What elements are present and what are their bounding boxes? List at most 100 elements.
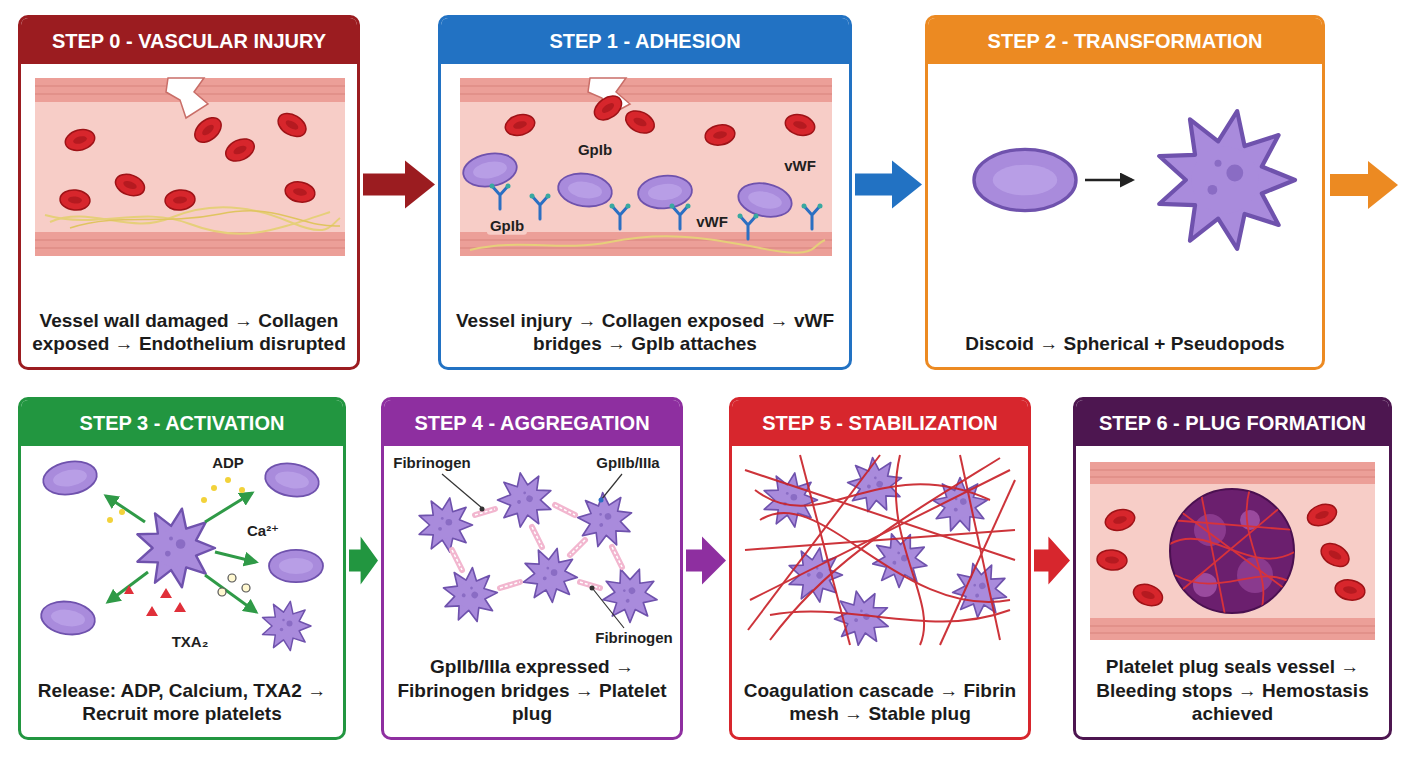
- adhesion-vessel-part: [590, 91, 626, 125]
- activation-release-part: [269, 550, 323, 582]
- activation-release: [39, 457, 323, 650]
- aggregation-cluster-part-part: [570, 540, 585, 555]
- step-panel: STEP 0 - VASCULAR INJURYVessel wall dama…: [18, 15, 360, 370]
- aggregation-cluster-part: [594, 558, 667, 632]
- aggregation-cluster-part: [590, 586, 595, 591]
- activation-release-part: [119, 509, 125, 515]
- flow-arrow: [363, 161, 435, 209]
- adhesion-vessel-part: [490, 184, 511, 210]
- fibrin-mesh-part-part: [770, 610, 1010, 621]
- injured-vessel-part: [112, 170, 147, 199]
- sealed-vessel-part-part-part: [1168, 539, 1298, 559]
- fibrin-mesh-part-part: [745, 530, 1015, 550]
- sealed-vessel-part-part-part: [1247, 488, 1264, 615]
- sealed-vessel-part-part-part: [1200, 488, 1225, 615]
- sealed-vessel-part: [1130, 580, 1165, 609]
- injured-vessel-part: [35, 232, 345, 256]
- step-panel: STEP 4 - AGGREGATION GpIIb/IIIa expressed…: [381, 397, 683, 740]
- step-description: Coagulation cascade → Fibrin mesh → Stab…: [742, 679, 1018, 725]
- continue-arrow: [1330, 161, 1398, 209]
- part-label: ADP: [209, 455, 247, 472]
- adhesion-vessel-part: [735, 179, 795, 222]
- fibrin-mesh-part-part: [745, 470, 1015, 560]
- step-panel: STEP 3 - ACTIVATION Release: ADP, Calcium…: [18, 397, 346, 740]
- part-label: vWF: [693, 214, 731, 231]
- activation-release-part: [218, 588, 226, 596]
- fibrin-mesh-part-part: [748, 455, 880, 630]
- activation-release-part: [211, 485, 217, 491]
- aggregation-cluster-part: [433, 558, 508, 633]
- aggregation-cluster-part-part: [601, 474, 622, 500]
- part-label: Fibrinogen: [592, 630, 676, 647]
- sealed-vessel-part: [1333, 578, 1366, 603]
- platelet-shape-change: [974, 111, 1295, 249]
- adhesion-vessel-part: [460, 78, 832, 256]
- activation-release-part: [205, 575, 256, 612]
- fibrin-mesh-part-part: [960, 455, 1000, 640]
- step-description: Vessel injury → Collagen exposed → vWF b…: [451, 309, 839, 355]
- injured-vessel-part: [35, 240, 345, 248]
- sealed-vessel-part: [1090, 626, 1375, 633]
- part-label: vWF: [781, 158, 819, 175]
- platelet-shape-change-part: [1085, 179, 1132, 182]
- platelet-shape-change-part: [1159, 111, 1295, 249]
- aggregation-cluster-part: [419, 498, 472, 552]
- step-description: Vessel wall damaged → Collagen exposed →…: [31, 309, 347, 355]
- adhesion-vessel-part: [460, 86, 832, 94]
- step-heading: STEP 4 - AGGREGATION: [384, 400, 680, 446]
- aggregation-cluster-part: [452, 505, 622, 588]
- activation-release-part: [263, 459, 322, 500]
- fibrin-mesh-part-part: [770, 458, 1000, 640]
- injured-vessel-part: [274, 109, 310, 141]
- adhesion-vessel-part: [637, 174, 694, 211]
- activation-release-part: [215, 552, 256, 562]
- fibrin-mesh-part-part: [755, 484, 990, 505]
- injured-vessel-part: [70, 211, 340, 228]
- adhesion-vessel-part: [783, 111, 817, 138]
- flow-arrow: [686, 537, 726, 585]
- adhesion-vessel-part: [802, 204, 823, 230]
- step-heading: STEP 3 - ACTIVATION: [21, 400, 343, 446]
- part-label: TXA₂: [169, 634, 212, 651]
- activation-release-part: [107, 517, 113, 523]
- sealed-vessel-part: [1090, 462, 1375, 484]
- activation-release-part: [41, 457, 100, 498]
- activation-release-part: [39, 598, 97, 638]
- adhesion-vessel-part: [530, 194, 551, 220]
- aggregation-cluster-part-part: [475, 509, 495, 515]
- adhesion-vessel-part: [556, 170, 614, 210]
- sealed-vessel-part: [1317, 539, 1353, 571]
- activation-release-part: [205, 493, 252, 522]
- aggregation-cluster-part-part: [442, 474, 482, 508]
- sealed-vessel-part-part: [1165, 488, 1300, 615]
- activation-release-part: [106, 496, 145, 522]
- adhesion-vessel-part: [461, 149, 520, 190]
- part-label: GpIb: [575, 142, 615, 159]
- activation-release-part: [137, 509, 215, 588]
- activation-release-part: [228, 574, 236, 582]
- sealed-vessel-part: [1096, 549, 1128, 572]
- aggregation-cluster-part-part: [555, 505, 575, 515]
- step-heading: STEP 5 - STABILIZATION: [732, 400, 1028, 446]
- aggregation-cluster-part-part: [452, 550, 462, 570]
- flow-arrow: [1034, 537, 1070, 585]
- aggregation-cluster-part-part: [612, 547, 622, 567]
- step-description: Release: ADP, Calcium, TXA2 → Recruit mo…: [31, 679, 333, 725]
- step-heading: STEP 2 - TRANSFORMATION: [928, 18, 1322, 64]
- adhesion-vessel: [460, 78, 832, 256]
- step-panel: STEP 1 - ADHESIONVessel injury → Collage…: [438, 15, 852, 370]
- part-label: Ca²⁺: [244, 523, 282, 540]
- part-label: Fibrinogen: [390, 455, 474, 472]
- step-description: GpIIb/IIIa expressed → Fibrinogen bridge…: [394, 655, 670, 725]
- injured-vessel-part: [222, 135, 258, 166]
- injured-vessel-part: [59, 189, 91, 212]
- flow-arrow: [855, 161, 922, 209]
- fibrin-mesh-part: [945, 554, 1016, 626]
- flow-arrow: [349, 537, 378, 585]
- platelet-shape-change-part: [974, 149, 1076, 210]
- fibrin-mesh-part-part: [940, 480, 1015, 645]
- adhesion-vessel-part: [738, 214, 759, 240]
